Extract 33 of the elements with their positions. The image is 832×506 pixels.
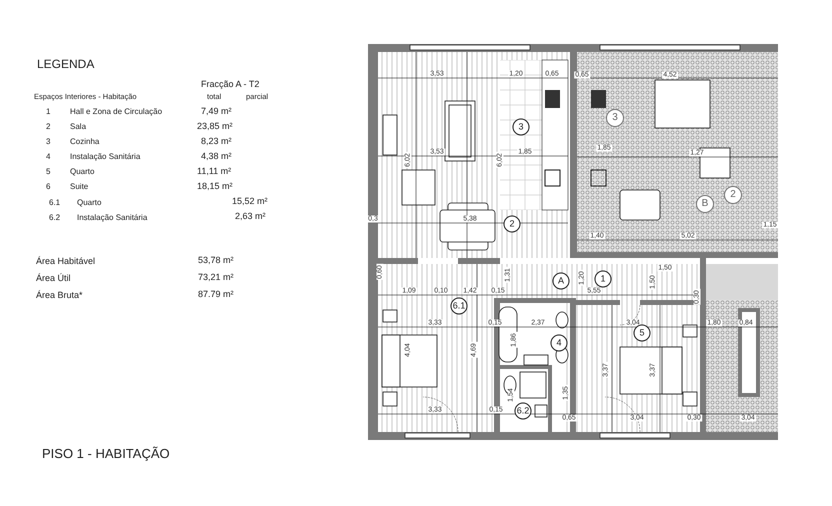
- legend-text: 2: [46, 123, 50, 131]
- legend-text: 11,11 m²: [197, 167, 232, 176]
- legend-text: 18,15 m²: [197, 182, 233, 191]
- legend-text: 3: [46, 138, 50, 146]
- legend-text: 2,63 m²: [235, 212, 266, 221]
- legend-text: Instalação Sanitária: [70, 153, 140, 161]
- legend-text: 15,52 m²: [232, 197, 268, 206]
- plan-title: PISO 1 - HABITAÇÃO: [42, 447, 170, 460]
- legend-text: 6: [46, 183, 50, 191]
- legend-text: Área Habitável: [36, 257, 96, 266]
- legend-text: 7,49 m²: [201, 107, 232, 116]
- legend-text: 6.1: [49, 199, 60, 207]
- legend-text: Área Útil: [36, 274, 71, 283]
- legend-heading: LEGENDA: [37, 58, 94, 70]
- legend-text: Suite: [70, 183, 88, 191]
- legend-text: 87.79 m²: [198, 290, 234, 299]
- legend-text: 1: [46, 108, 50, 116]
- legend-text: 5: [46, 168, 50, 176]
- legend-text: 53,78 m²: [198, 256, 234, 265]
- legend-text: 4,38 m²: [201, 152, 232, 161]
- legend-text: 8,23 m²: [201, 137, 232, 146]
- legend-text: Fracção A - T2: [201, 80, 260, 89]
- legend-text: Hall e Zona de Circulação: [70, 108, 162, 116]
- legend-text: 73,21 m²: [198, 273, 234, 282]
- legend-text: Sala: [70, 123, 86, 131]
- legend-text: Instalação Sanitária: [77, 214, 148, 222]
- legend-text: Área Bruta*: [36, 291, 83, 300]
- legend-text: Cozinha: [70, 138, 100, 146]
- legend-text: Quarto: [77, 199, 102, 207]
- legend-text: 4: [46, 153, 50, 161]
- legend-text: 23,85 m²: [197, 122, 233, 131]
- legend-text: 6.2: [49, 214, 60, 222]
- legend-text: Quarto: [70, 168, 94, 176]
